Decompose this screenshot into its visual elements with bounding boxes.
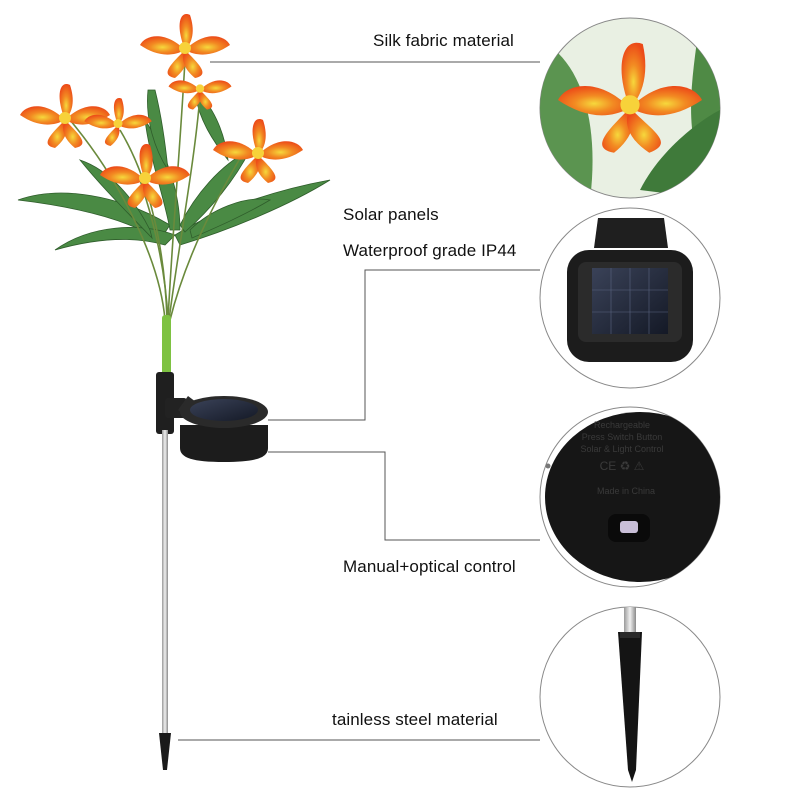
back-panel-text: Rechargeable Press Switch Button Solar &… [580,420,663,496]
back-text-line1: Rechargeable [594,420,650,430]
back-text-origin: Made in China [597,486,655,496]
closeup-solar-panel [539,207,721,389]
label-solar-panels: Solar panels [343,205,439,224]
label-manual-optical-control: Manual+optical control [343,557,516,576]
back-text-line2: Press Switch Button [582,432,663,442]
solar-head [165,396,268,462]
callout-line-solar [268,269,540,421]
steel-stake [162,430,168,735]
callout-lines [178,61,540,741]
callout-line-control [268,451,540,541]
back-text-line3: Solar & Light Control [580,444,663,454]
stem-sleeve [162,315,171,375]
closeup-stake-tip [539,606,721,788]
flower-stems [69,59,246,321]
label-waterproof: Waterproof grade IP44 [343,241,517,260]
label-stainless-steel: tainless steel material [332,710,498,729]
closeup-silk-flower [539,17,721,199]
flowers [20,14,303,208]
back-text-marks: CE ♻ ⚠ [600,459,645,473]
stake-spike [159,733,171,770]
closeup-back-panel [539,406,721,588]
label-silk-fabric: Silk fabric material [373,31,514,50]
